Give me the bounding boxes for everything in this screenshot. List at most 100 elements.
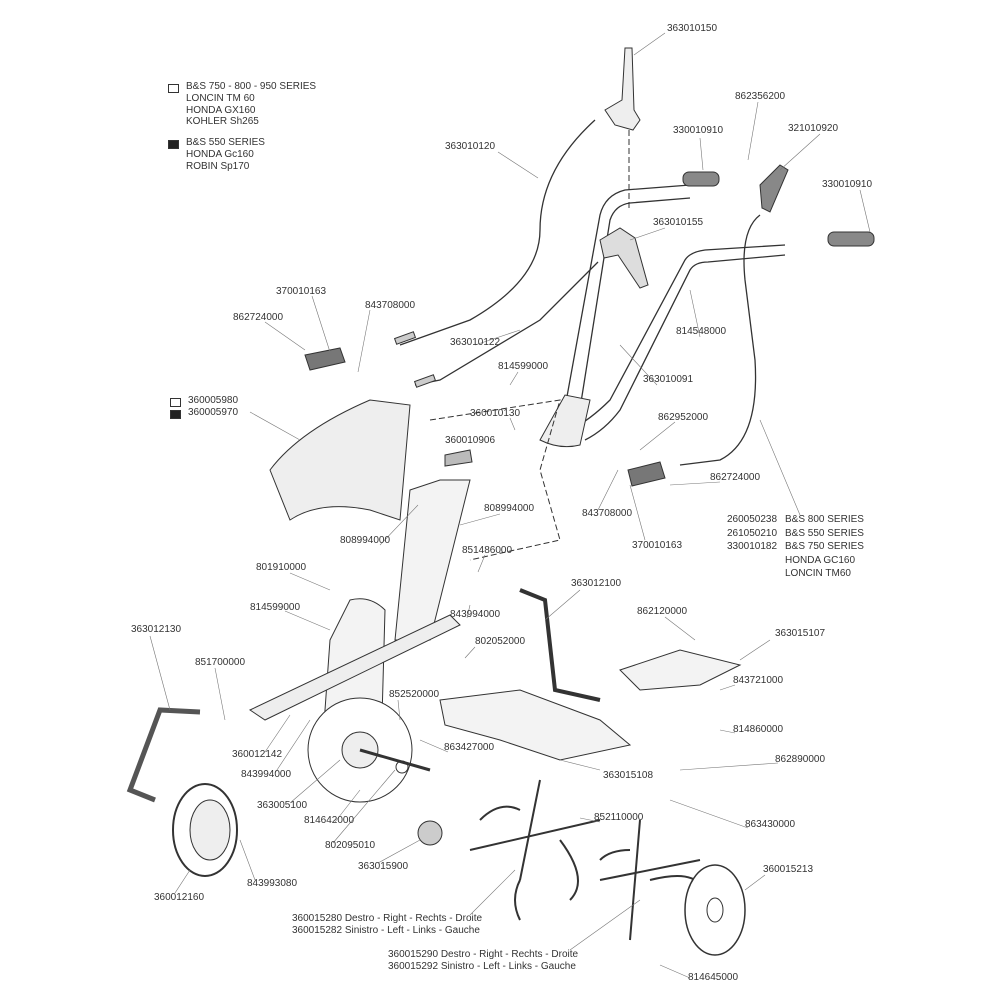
part-label: 814645000 [688,972,739,983]
bracket-360010906 [444,449,473,467]
seal [395,760,409,774]
part-label: 843708000 [365,300,416,311]
leader-lines [149,32,871,979]
lever-363010155 [599,227,649,289]
part-label: 863430000 [745,819,796,830]
part-label: 862356200 [735,91,786,102]
legend-filled-box-icon [170,410,181,419]
part-label: 360012142 [232,749,283,760]
part-label: 814860000 [733,724,784,735]
tine-left [469,779,601,921]
cable-clamp [627,461,666,487]
legend-filled-box-icon [168,140,179,149]
part-label: 363015900 [358,861,409,872]
depth-wheel [684,864,746,956]
part-label: 802095010 [325,840,376,851]
engine-shield [269,399,411,521]
part-label: 360015213 [763,864,814,875]
part-label: 843994000 [241,769,292,780]
shield-363015107 [619,649,742,691]
frame [248,614,461,721]
throttle-lever [604,47,641,131]
part-label: 862952000 [658,412,709,423]
part-label: 808994000 [484,503,535,514]
part-label: 363005100 [257,800,308,811]
clutch-lever [759,164,789,213]
cable-desc: LONCIN TM60 [785,568,851,579]
grip [827,231,875,247]
part-label: 363015108 [603,770,654,781]
part-label: 363010150 [667,23,718,34]
legend-open-box-icon [168,84,179,93]
cable [399,119,596,346]
tine-label: 360015280 Destro - Right - Rechts - Droi… [292,913,483,924]
part-label: 851700000 [195,657,246,668]
cable-desc: B&S 550 SERIES [785,528,864,539]
part-label: 814599000 [250,602,301,613]
shield-363015108 [439,689,632,761]
part-label: 862724000 [233,312,284,323]
legend-engine-line: B&S 750 - 800 - 950 SERIES [186,81,317,92]
tine-right [599,819,701,941]
part-label: 802052000 [475,636,526,647]
part-label: 852110000 [594,812,644,823]
part-label: 862120000 [637,606,688,617]
part-label: 814599000 [498,361,549,372]
cable-clamp [304,347,346,371]
handlebar [559,184,786,441]
tine-label: 360015282 Sinistro - Left - Links - Gauc… [292,925,480,936]
tine-label: 360015290 Destro - Right - Rechts - Droi… [388,949,579,960]
part-label: 852520000 [389,689,440,700]
part-label: 808994000 [340,535,391,546]
part-label: 814548000 [676,326,727,337]
part-label: 363010155 [653,217,704,228]
legend-engine-line: HONDA GX160 [186,105,256,116]
legend-engine-line: ROBIN Sp170 [186,161,250,172]
legend-engine-line: B&S 550 SERIES [186,137,265,148]
part-label: 370010163 [632,540,683,551]
part-label: 863427000 [444,742,495,753]
part-label: 801910000 [256,562,307,573]
part-label: 330010910 [822,179,873,190]
handlebar-bracket [539,394,591,448]
cable-desc: B&S 750 SERIES [785,541,864,552]
part-label: 360012160 [154,892,205,903]
part-label: 360005980 [188,395,239,406]
part-label: 321010920 [788,123,839,134]
legend-open-box-icon [170,398,181,407]
part-label: 360005970 [188,407,239,418]
cable-code: 330010182 [727,541,778,552]
part-label: 330010910 [673,125,724,136]
part-label: 814642000 [304,815,355,826]
part-label: 843993080 [247,878,298,889]
hub [417,820,443,846]
part-label: 862890000 [775,754,826,765]
legend-engine-line: KOHLER Sh265 [186,116,259,127]
part-label: 862724000 [710,472,761,483]
part-label: 370010163 [276,286,327,297]
depth-bar [519,588,601,702]
cable-code: 261050210 [727,528,778,539]
cable [679,214,761,466]
part-label: 851486000 [462,545,513,556]
part-label: 843708000 [582,508,633,519]
column [394,479,471,641]
part-label: 363015107 [775,628,826,639]
part-label: 363012100 [571,578,622,589]
grip [682,171,720,187]
part-label: 363012130 [131,624,182,635]
part-label: 363010122 [450,337,501,348]
part-label: 843721000 [733,675,784,686]
part-label: 843994000 [450,609,501,620]
legend-engine-line: HONDA Gc160 [186,149,254,160]
spring [413,374,437,388]
legend-engine-line: LONCIN TM 60 [186,93,255,104]
cable-desc: HONDA GC160 [785,555,856,566]
cable-desc: B&S 800 SERIES [785,514,864,525]
part-label: 360010130 [470,408,521,419]
part-label: 363010120 [445,141,496,152]
cable-code: 260050238 [727,514,778,525]
spring [393,331,417,345]
